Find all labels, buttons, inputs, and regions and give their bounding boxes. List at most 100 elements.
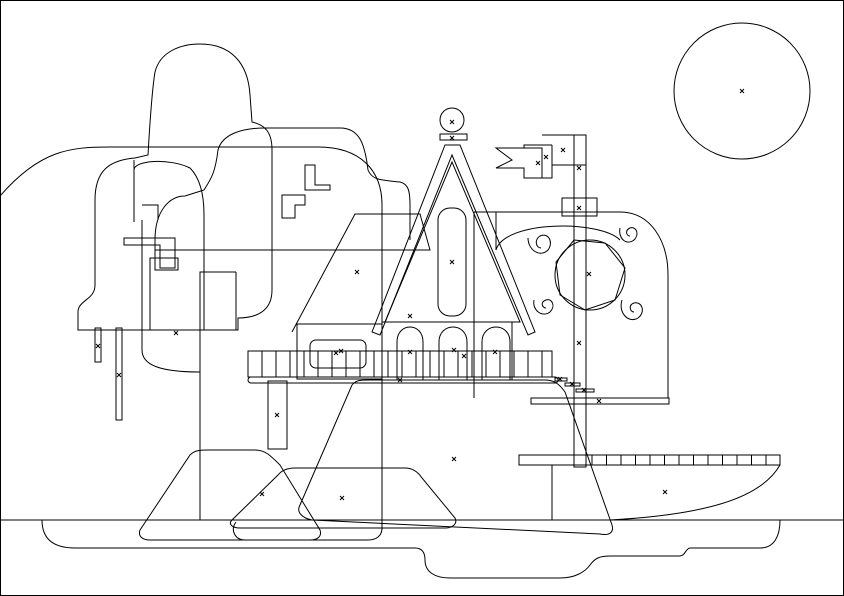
marker-stroke: [462, 354, 466, 358]
hill-trapezoid-1[interactable]: [139, 450, 320, 540]
clock-gear[interactable]: [556, 240, 625, 310]
marker-stroke: [587, 272, 591, 276]
center-marker: [340, 496, 344, 500]
marker-stroke: [450, 260, 454, 264]
marker-stroke: [561, 148, 565, 152]
marker-stroke: [174, 331, 178, 335]
pole-band[interactable]: [562, 198, 597, 216]
center-marker: [398, 378, 402, 382]
mid-tree-shape[interactable]: [134, 128, 410, 330]
flag-pole[interactable]: [574, 135, 586, 467]
flag-fold: [524, 145, 552, 178]
marker-stroke: [452, 457, 456, 461]
center-marker: [339, 349, 343, 353]
marker-stroke: [339, 349, 343, 353]
center-marker: [740, 89, 744, 93]
center-marker: [408, 350, 412, 354]
center-marker: [334, 351, 338, 355]
swirl-4: [621, 300, 642, 320]
center-marker: [558, 377, 562, 381]
marker-stroke: [544, 155, 548, 159]
center-marker: [597, 399, 601, 403]
marker-stroke: [117, 373, 121, 377]
big-hill-shape[interactable]: [0, 147, 382, 540]
center-marker: [577, 341, 581, 345]
marker-stroke: [536, 161, 540, 165]
center-marker: [544, 155, 548, 159]
marker-stroke: [582, 388, 586, 392]
marker-stroke: [493, 350, 497, 354]
marker-stroke: [334, 351, 338, 355]
tree-branch-shape[interactable]: [124, 165, 330, 268]
center-marker: [96, 344, 100, 348]
marker-stroke: [663, 490, 667, 494]
left-house-window[interactable]: [310, 340, 366, 368]
hill-trapezoid-3[interactable]: [299, 380, 613, 535]
center-marker: [355, 270, 359, 274]
arch-window-2[interactable]: [439, 327, 467, 380]
marker-stroke: [570, 382, 574, 386]
center-marker: [493, 350, 497, 354]
marker-stroke: [408, 314, 412, 318]
clock-ring[interactable]: [555, 240, 625, 310]
marker-stroke: [450, 120, 454, 124]
deck-support[interactable]: [268, 381, 287, 449]
marker-stroke: [740, 89, 744, 93]
arch-window-3[interactable]: [482, 327, 510, 380]
arch-window-1[interactable]: [397, 327, 423, 380]
main-roof-outer[interactable]: [372, 145, 535, 335]
sun-shape[interactable]: [674, 23, 810, 159]
marker-stroke: [275, 413, 279, 417]
center-marker: [117, 373, 121, 377]
deck-floor[interactable]: [248, 377, 558, 383]
center-marker: [450, 260, 454, 264]
front-tree-shape[interactable]: [142, 205, 236, 520]
center-marker: [450, 136, 454, 140]
tower-platform[interactable]: [531, 398, 669, 404]
center-marker: [587, 272, 591, 276]
marker-stroke: [340, 496, 344, 500]
swirl-1: [528, 235, 550, 253]
marker-stroke: [577, 341, 581, 345]
roof-window[interactable]: [438, 208, 466, 316]
swirl-2: [620, 228, 637, 242]
marker-stroke: [260, 492, 264, 496]
center-marker: [260, 492, 264, 496]
marker-stroke: [398, 378, 402, 382]
center-marker: [174, 331, 178, 335]
hanging-bar-left[interactable]: [95, 328, 101, 362]
marker-stroke: [452, 348, 456, 352]
center-marker: [275, 413, 279, 417]
center-marker: [452, 348, 456, 352]
shape-center-markers: [96, 89, 744, 500]
tower-frame[interactable]: [474, 212, 668, 398]
center-marker: [663, 490, 667, 494]
hanging-bar-right[interactable]: [116, 328, 122, 420]
marker-stroke: [577, 206, 581, 210]
marker-stroke: [96, 344, 100, 348]
swirl-3: [534, 300, 553, 314]
center-marker: [462, 354, 466, 358]
left-roof-shape[interactable]: [155, 214, 430, 332]
marker-stroke: [408, 350, 412, 354]
tall-tree-shape[interactable]: [78, 44, 272, 330]
roof-finial[interactable]: [440, 108, 464, 132]
hill-trapezoid-2[interactable]: [230, 468, 455, 528]
pier-planks: [592, 455, 766, 465]
ground-base[interactable]: [42, 520, 780, 578]
deck-railing[interactable]: [248, 351, 552, 377]
center-marker: [577, 206, 581, 210]
marker-stroke: [355, 270, 359, 274]
center-marker: [561, 148, 565, 152]
center-marker: [570, 382, 574, 386]
center-marker: [536, 161, 540, 165]
flag-shape[interactable]: [496, 135, 586, 178]
center-marker: [450, 120, 454, 124]
marker-stroke: [597, 399, 601, 403]
railing-posts: [262, 351, 542, 377]
center-marker: [408, 314, 412, 318]
center-marker: [452, 457, 456, 461]
main-roof-inner[interactable]: [385, 162, 520, 322]
